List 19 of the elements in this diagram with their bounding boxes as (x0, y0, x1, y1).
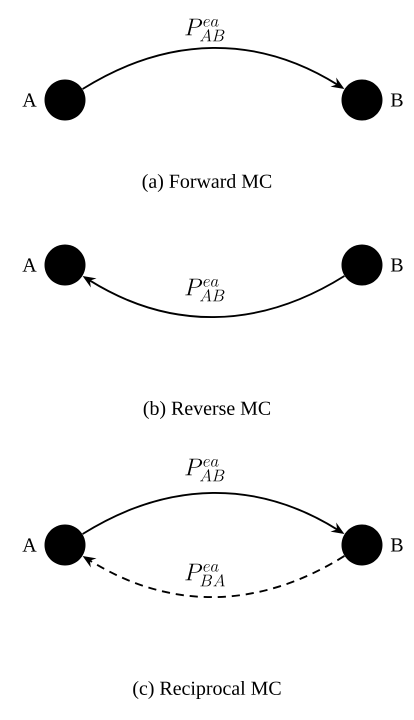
state-dot (342, 244, 382, 286)
state-dot (44, 80, 86, 120)
caption: (b) Reverse MC (144, 400, 270, 420)
state-label: A (22, 538, 37, 552)
state-dot (342, 80, 382, 120)
edge-label: $P^{ea}_{AB}$ (182, 458, 228, 482)
state-label: A (22, 258, 37, 272)
edge-label: $P^{ea}_{AB}$ (182, 18, 228, 42)
state-label: B (390, 258, 403, 272)
state-label: B (390, 93, 403, 107)
state-dot (44, 244, 86, 286)
state-label: B (390, 538, 403, 552)
caption: (c) Reciprocal MC (133, 680, 281, 700)
edge-label: $P^{ea}_{BA}$ (182, 562, 228, 588)
state-label: A (22, 93, 37, 107)
caption: (a) Forward MC (142, 174, 272, 192)
edge-label: $P^{ea}_{AB}$ (182, 278, 228, 302)
state-dot (44, 524, 86, 566)
state-dot (342, 524, 382, 566)
